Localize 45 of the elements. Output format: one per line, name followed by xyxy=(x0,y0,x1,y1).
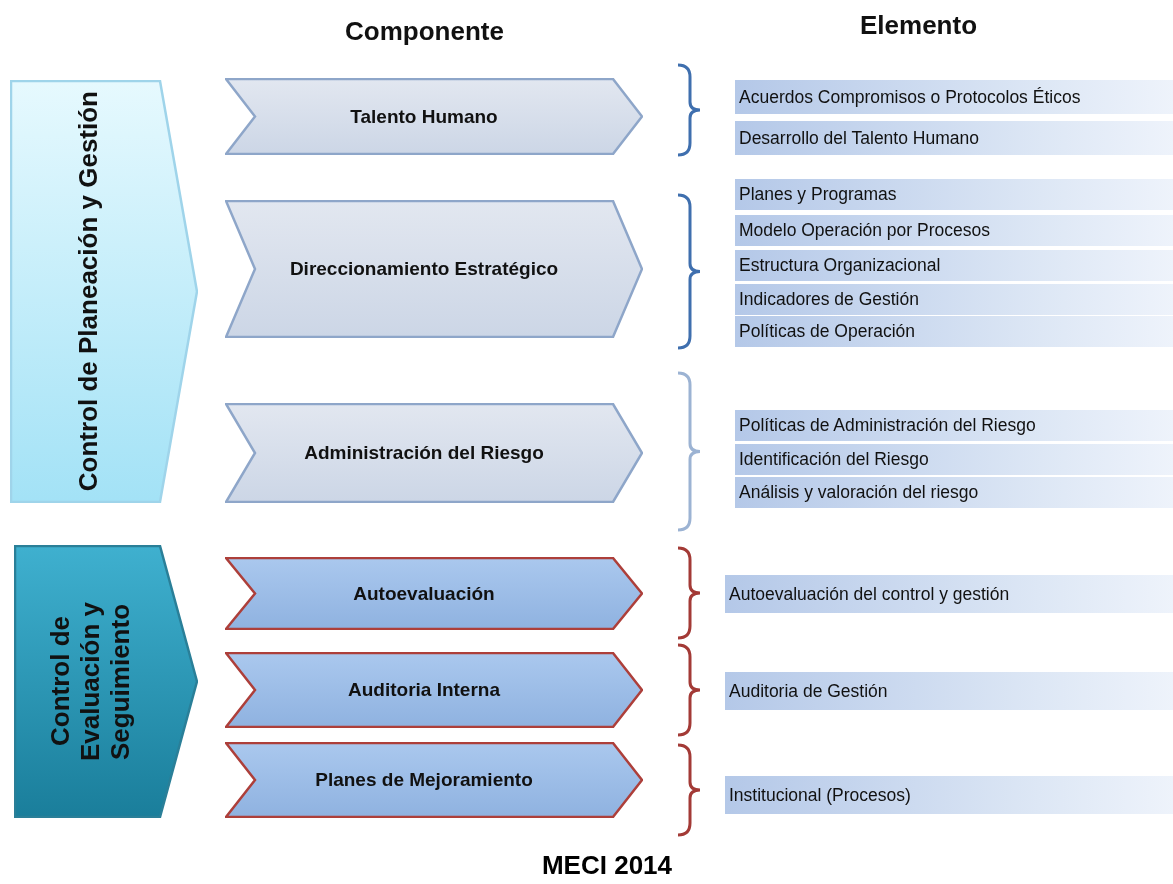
node-text: Estructura Organizacional xyxy=(739,255,941,276)
column-header: Elemento xyxy=(860,10,978,41)
element-bar xyxy=(735,215,1173,246)
element-bar xyxy=(735,316,1173,347)
node-text: Análisis y valoración del riesgo xyxy=(739,482,979,503)
node-text: Talento Humano xyxy=(349,105,499,128)
element-bar xyxy=(725,776,1173,814)
element-bar xyxy=(735,284,1173,315)
node-text: Indicadores de Gestión xyxy=(739,289,919,310)
chevron-shape xyxy=(14,545,198,818)
node-text: Políticas de Administración del Riesgo xyxy=(739,415,1036,436)
chevron-shape xyxy=(225,557,643,630)
chevron-shape xyxy=(225,742,643,818)
node-text: Control de Evaluación y Seguimiento xyxy=(46,601,136,763)
node-text: Institucional (Procesos) xyxy=(729,784,911,806)
caption: MECI 2014 xyxy=(541,850,673,880)
node-text: Desarrollo del Talento Humano xyxy=(739,127,979,149)
node-text: Acuerdos Compromisos o Protocolos Éticos xyxy=(739,86,1081,108)
chevron-shape xyxy=(225,78,643,155)
node-text: Auditoria de Gestión xyxy=(729,680,888,702)
node-text: Administración del Riesgo xyxy=(303,442,545,464)
element-bar xyxy=(735,179,1173,210)
node-text: Identificación del Riesgo xyxy=(739,449,929,470)
node-text: Autoevaluación del control y gestión xyxy=(729,583,1010,605)
node-text: Políticas de Operación xyxy=(739,321,916,342)
chevron-shape xyxy=(10,80,198,503)
element-bar xyxy=(735,477,1173,508)
element-bar xyxy=(735,80,1173,114)
element-bar xyxy=(735,444,1173,475)
element-bar xyxy=(725,575,1173,613)
node-text: Planes y Programas xyxy=(739,184,897,205)
chevron-shape xyxy=(225,403,643,503)
element-bar xyxy=(735,410,1173,441)
node-text: Direccionamiento Estratégico xyxy=(288,258,560,280)
node-text: Planes de Mejoramiento xyxy=(314,769,534,791)
node-text: Auditoria Interna xyxy=(347,679,501,701)
node-text: Control de Planeación y Gestión xyxy=(74,91,104,492)
element-bar xyxy=(725,672,1173,710)
element-bar xyxy=(735,121,1173,155)
chevron-shape xyxy=(225,652,643,728)
node-text: Autoevaluación xyxy=(352,582,496,605)
chevron-shape xyxy=(225,200,643,338)
element-bar xyxy=(735,250,1173,281)
column-header: Componente xyxy=(345,16,504,47)
node-text: Modelo Operación por Procesos xyxy=(739,220,990,241)
